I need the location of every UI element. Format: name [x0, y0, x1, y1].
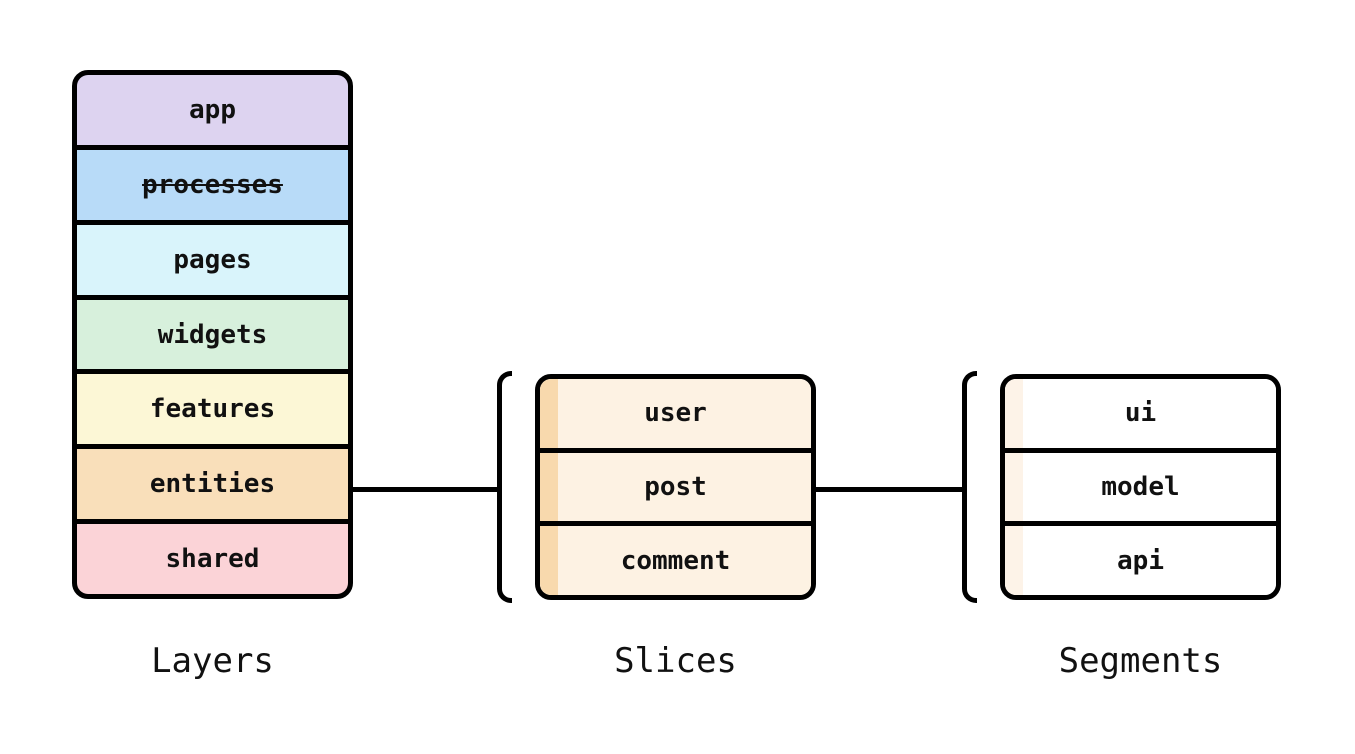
segments-box: ui model api [1000, 374, 1281, 600]
segment-row-api: api [1005, 526, 1276, 595]
connector-entities-to-slices [350, 487, 500, 492]
segments-caption: Segments [1058, 641, 1223, 681]
segments-box-fill [1005, 379, 1276, 595]
layer-row-shared: shared [77, 524, 348, 594]
layer-row-widgets: widgets [77, 299, 348, 375]
layer-row-features: features [77, 374, 348, 450]
layers-caption: Layers [151, 641, 274, 681]
layer-row-processes: processes [77, 149, 348, 225]
layer-row-entities: entities [77, 449, 348, 525]
layer-label-features: features [149, 394, 276, 425]
segment-row-model: model [1005, 453, 1276, 527]
layer-row-pages: pages [77, 224, 348, 300]
segments-left-stripe [1005, 379, 1023, 595]
segment-label-api: api [1117, 545, 1164, 576]
slices-bracket [497, 371, 512, 603]
slice-row-comment: comment [540, 526, 811, 595]
layer-label-app: app [189, 94, 236, 125]
slices-caption: Slices [614, 641, 737, 681]
layer-label-shared: shared [165, 544, 260, 575]
slice-row-post: post [540, 453, 811, 527]
segment-row-ui: ui [1005, 379, 1276, 453]
layer-row-app: app [77, 75, 348, 150]
layer-label-widgets: widgets [157, 319, 268, 350]
connector-slices-to-segments [813, 487, 965, 492]
layer-label-entities: entities [149, 469, 276, 500]
slices-left-stripe [540, 379, 558, 595]
slice-label-post: post [644, 472, 707, 502]
segments-bracket [962, 371, 977, 603]
slice-label-user: user [644, 398, 707, 429]
segment-label-model: model [1101, 472, 1180, 502]
segment-label-ui: ui [1124, 398, 1157, 429]
slice-row-user: user [540, 379, 811, 453]
slices-box: user post comment [535, 374, 816, 600]
slice-label-comment: comment [620, 545, 731, 576]
layer-label-processes: processes [142, 169, 283, 200]
layers-stack: app processes pages widgets features ent… [72, 70, 353, 599]
slices-box-fill [540, 379, 811, 595]
layer-label-pages: pages [173, 244, 252, 275]
